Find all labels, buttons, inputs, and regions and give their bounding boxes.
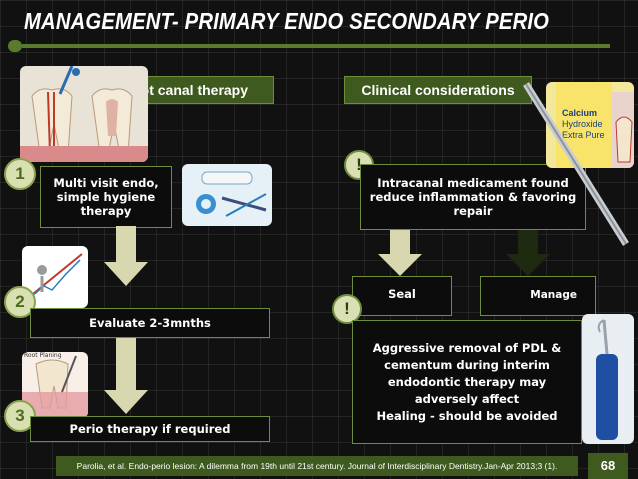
calcium-hydroxide-image: Calcium Hydroxide Extra Pure: [546, 82, 634, 168]
step-2-text: Evaluate 2-3mnths: [89, 316, 211, 330]
aggressive-removal-warning-box: Aggressive removal of PDL & cementum dur…: [352, 320, 582, 444]
step-1-box: Multi visit endo, simple hygiene therapy: [40, 166, 172, 228]
tooth-illustration: [20, 66, 148, 162]
intracanal-medicament-box: Intracanal medicament found reduce infla…: [360, 164, 586, 230]
title-underline-cap: [8, 40, 22, 52]
step-badge-1: 1: [4, 158, 36, 190]
medicament-line-1: Intracanal medicament found: [377, 176, 569, 190]
footer-citation: Parolia, et al. Endo-perio lesion: A dil…: [56, 456, 578, 476]
medicament-line-2: reduce inflammation & favoring: [369, 190, 577, 204]
page-number: 68: [588, 453, 628, 479]
warning-line-5: Healing - should be avoided: [376, 408, 558, 423]
warning-line-4: adversely affect: [414, 391, 520, 406]
warning-line-2: cementum during interim: [384, 357, 550, 372]
arrow-down-right-2: [506, 230, 550, 276]
calcium-label-3: Extra Pure: [562, 130, 605, 140]
warning-line-1: Aggressive removal of PDL &: [372, 340, 562, 355]
calcium-label-1: Calcium: [562, 108, 598, 118]
calcium-label-2: Hydroxide: [562, 119, 603, 129]
seal-label: Seal: [388, 287, 416, 301]
header-clinical-considerations: Clinical considerations: [344, 76, 532, 104]
manage-label: Manage: [530, 289, 577, 301]
arrow-down-left-2: [104, 338, 148, 414]
hygiene-products-image: [182, 164, 272, 226]
step-1-line-3: therapy: [80, 204, 132, 218]
step-1-line-1: Multi visit endo,: [53, 176, 159, 190]
step-1-line-2: simple hygiene: [56, 190, 156, 204]
warning-line-3: endodontic therapy may: [387, 374, 547, 389]
step-3-box: Perio therapy if required: [30, 416, 270, 442]
arrow-down-right-1: [378, 230, 422, 276]
root-planing-caption: Root Planing: [24, 352, 62, 359]
step-2-box: Evaluate 2-3mnths: [30, 308, 270, 338]
step-3-text: Perio therapy if required: [69, 422, 231, 436]
page-title: MANAGEMENT- PRIMARY ENDO SECONDARY PERIO: [24, 8, 550, 34]
dental-instrument-image: [582, 314, 634, 444]
medicament-line-3: repair: [453, 204, 493, 218]
title-underline: [22, 44, 610, 48]
exclamation-icon-2: !: [332, 294, 362, 324]
manage-box: Manage: [480, 276, 596, 316]
syringe-image: [523, 82, 629, 246]
seal-box: Seal: [352, 276, 452, 316]
arrow-down-left-1: [104, 226, 148, 286]
